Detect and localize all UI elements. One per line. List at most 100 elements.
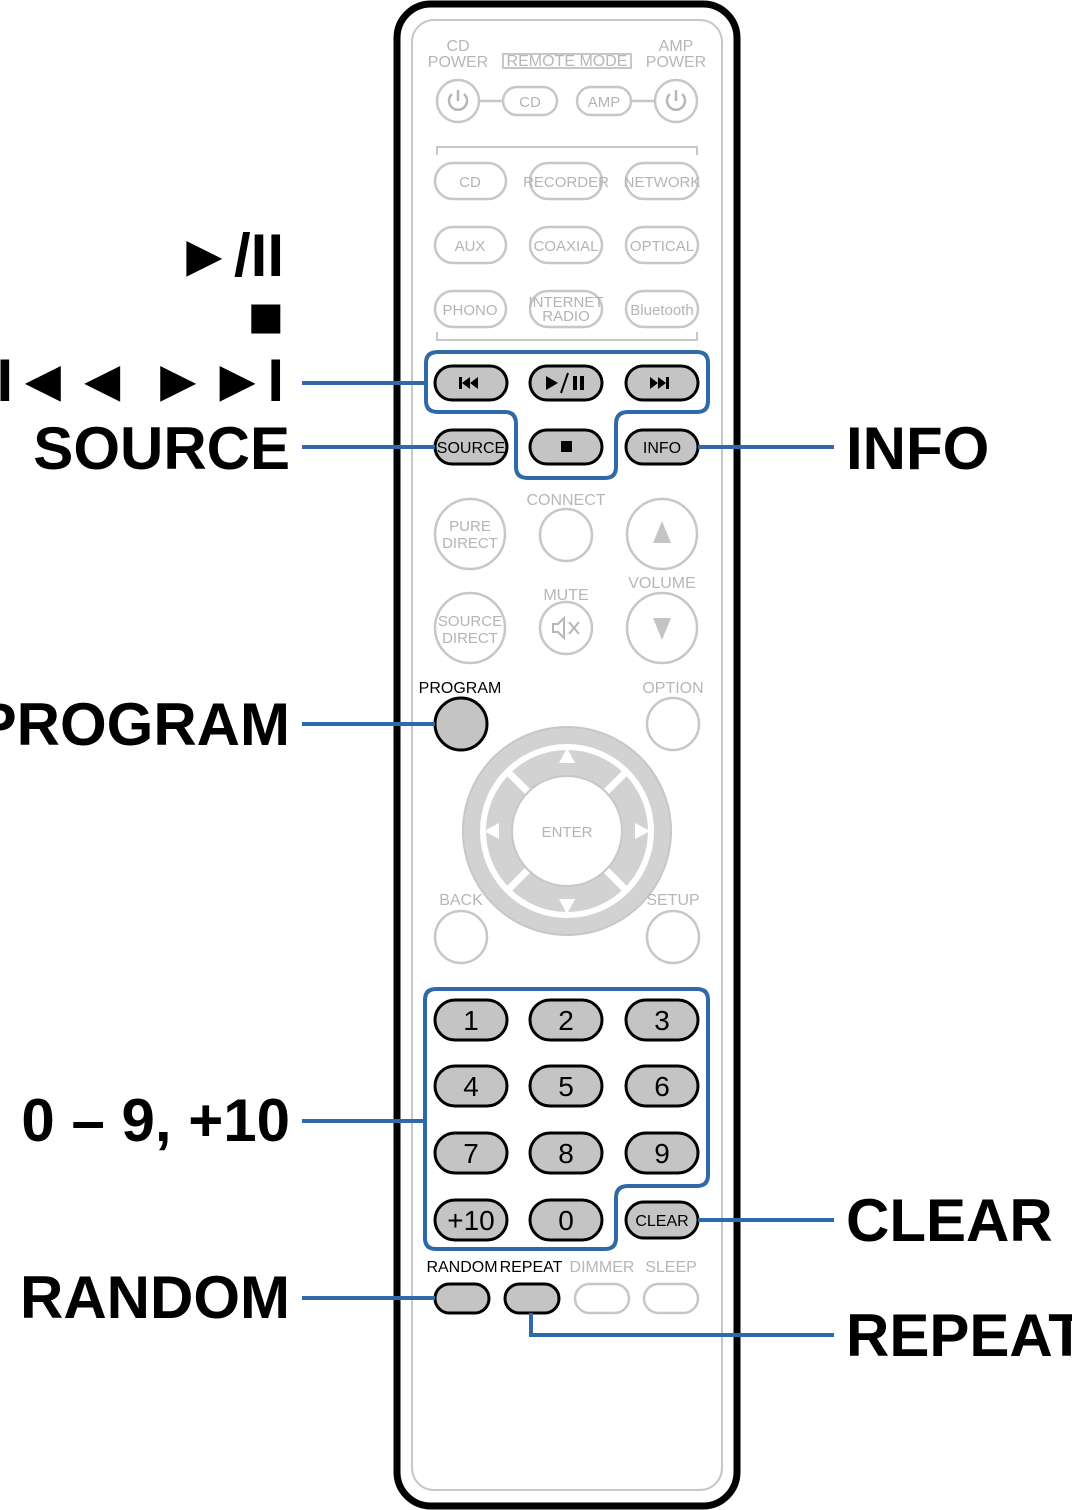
volume-label: VOLUME: [628, 575, 696, 592]
back-label: BACK: [439, 892, 483, 909]
program-label: PROGRAM: [419, 680, 502, 697]
numpad-highlight: [423, 987, 710, 1251]
cd-power-label-2: POWER: [428, 54, 488, 71]
sleep-button[interactable]: [642, 1282, 700, 1315]
dimmer-label: DIMMER: [570, 1259, 635, 1276]
svg-text:DIRECT: DIRECT: [442, 535, 498, 552]
svg-text:2: 2: [558, 1005, 574, 1036]
remote-mode-frame: [502, 53, 632, 69]
enter-button[interactable]: [511, 775, 623, 887]
amp-power-label-1: AMP: [659, 38, 694, 55]
number-4-button[interactable]: 4: [433, 1064, 509, 1108]
play-pause-callout: ►/II: [175, 222, 284, 289]
svg-text:INTERNET: INTERNET: [529, 294, 604, 311]
svg-text:DIRECT: DIRECT: [442, 630, 498, 647]
option-button[interactable]: [645, 696, 701, 752]
input-internet-radio-button[interactable]: INTERNET RADIO: [529, 289, 604, 329]
cd-power-label-1: CD: [446, 38, 469, 55]
mute-label: MUTE: [543, 587, 588, 604]
number-1-button[interactable]: 1: [433, 998, 509, 1042]
number-5-button[interactable]: 5: [528, 1064, 604, 1108]
mute-button[interactable]: [538, 600, 594, 656]
dimmer-button[interactable]: [573, 1282, 631, 1315]
svg-text:COAXIAL: COAXIAL: [533, 238, 598, 255]
input-bluetooth-button[interactable]: Bluetooth: [624, 289, 700, 329]
svg-text:AMP: AMP: [588, 94, 621, 111]
dpad-down-icon: [559, 899, 575, 914]
stop-button[interactable]: [528, 428, 604, 466]
random-callout: RANDOM: [20, 1264, 290, 1331]
number-plus10-button[interactable]: +10: [433, 1198, 509, 1242]
svg-text:ENTER: ENTER: [542, 824, 593, 841]
svg-text:NETWORK: NETWORK: [624, 174, 701, 191]
svg-text:8: 8: [558, 1138, 574, 1169]
number-2-button[interactable]: 2: [528, 998, 604, 1042]
connect-button[interactable]: [538, 507, 594, 563]
info-callout: INFO: [846, 415, 989, 482]
number-3-button[interactable]: 3: [624, 998, 700, 1042]
number-8-button[interactable]: 8: [528, 1131, 604, 1175]
source-callout: SOURCE: [33, 415, 290, 482]
svg-text:AUX: AUX: [455, 238, 486, 255]
svg-text:+10: +10: [447, 1205, 495, 1236]
next-track-button[interactable]: [624, 364, 700, 402]
skip-forward-icon: [650, 377, 669, 389]
repeat-callout: REPEAT: [846, 1302, 1072, 1369]
number-9-button[interactable]: 9: [624, 1131, 700, 1175]
svg-text:9: 9: [654, 1138, 670, 1169]
skip-callout: I◄◄ ►►I: [0, 347, 284, 414]
clear-button[interactable]: CLEAR: [624, 1200, 700, 1240]
random-label: RANDOM: [426, 1259, 497, 1276]
svg-text:1: 1: [463, 1005, 479, 1036]
setup-button[interactable]: [645, 909, 701, 965]
svg-text:6: 6: [654, 1071, 670, 1102]
svg-text:PHONO: PHONO: [442, 302, 497, 319]
remote-mode-label: REMOTE MODE: [507, 53, 628, 70]
repeat-button[interactable]: [503, 1282, 561, 1315]
svg-text:OPTICAL: OPTICAL: [630, 238, 694, 255]
clear-callout: CLEAR: [846, 1187, 1053, 1254]
dpad[interactable]: ENTER: [462, 726, 672, 936]
input-cd-button[interactable]: CD: [433, 161, 508, 201]
svg-text:SOURCE: SOURCE: [438, 613, 502, 630]
svg-text:4: 4: [463, 1071, 479, 1102]
number-7-button[interactable]: 7: [433, 1131, 509, 1175]
info-button[interactable]: INFO: [624, 428, 700, 466]
random-button[interactable]: [433, 1282, 491, 1315]
svg-text:5: 5: [558, 1071, 574, 1102]
svg-text:RADIO: RADIO: [542, 308, 590, 325]
back-button[interactable]: [433, 909, 489, 965]
number-6-button[interactable]: 6: [624, 1064, 700, 1108]
triangle-down-icon: [653, 618, 671, 640]
source-button[interactable]: SOURCE: [433, 428, 509, 466]
source-direct-button[interactable]: [433, 591, 507, 665]
repeat-label: REPEAT: [500, 1259, 563, 1276]
remote-mode-amp-button[interactable]: AMP: [575, 85, 633, 117]
number-0-button[interactable]: 0: [528, 1198, 604, 1242]
svg-text:PURE: PURE: [449, 518, 491, 535]
input-optical-button[interactable]: OPTICAL: [624, 225, 700, 265]
remote-mode-cd-button[interactable]: CD: [501, 85, 559, 117]
svg-text:3: 3: [654, 1005, 670, 1036]
prev-track-button[interactable]: [433, 364, 509, 402]
triangle-up-icon: [653, 521, 671, 543]
input-coaxial-button[interactable]: COAXIAL: [528, 225, 604, 265]
amp-power-label-2: POWER: [646, 54, 706, 71]
program-callout: PROGRAM: [0, 691, 290, 758]
setup-label: SETUP: [646, 892, 699, 909]
skip-back-icon: [459, 377, 478, 389]
cd-power-button[interactable]: [435, 78, 481, 124]
svg-text:CD: CD: [519, 94, 541, 111]
dpad-up-icon: [559, 748, 575, 763]
dpad-left-icon: [484, 823, 499, 839]
input-aux-button[interactable]: AUX: [433, 225, 508, 265]
input-phono-button[interactable]: PHONO: [433, 289, 508, 329]
amp-power-button[interactable]: [653, 78, 699, 124]
pure-direct-button[interactable]: [433, 497, 507, 571]
program-button[interactable]: [433, 696, 489, 752]
play-pause-button[interactable]: [528, 364, 604, 402]
svg-text:INFO: INFO: [643, 440, 681, 457]
input-network-button[interactable]: NETWORK: [624, 161, 701, 201]
input-recorder-button[interactable]: RECORDER: [523, 161, 609, 201]
